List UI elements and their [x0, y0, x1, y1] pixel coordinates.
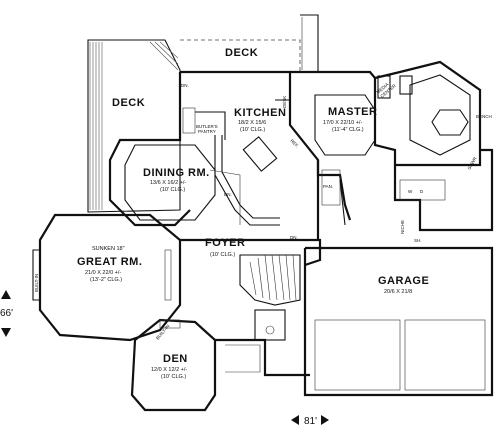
- dining-clg: (10' CLG.): [160, 187, 185, 193]
- interior-walls: [124, 74, 486, 391]
- shwr-label: SHWR: [467, 155, 479, 170]
- kitchen-clg: (10' CLG.): [240, 127, 265, 133]
- desk-label: DESK: [282, 96, 287, 108]
- width-dimension-label: 81': [304, 416, 317, 427]
- deck-left-label: DECK: [112, 97, 145, 109]
- master-size: 17/0 X 22/10 +/-: [323, 120, 362, 126]
- deck-hatch: [89, 41, 179, 210]
- deck-top-label: DECK: [225, 47, 258, 59]
- kitchen-label: KITCHEN: [234, 107, 286, 119]
- width-dimension: 81': [291, 415, 329, 427]
- kitchen-size: 18/2 X 15/6: [238, 120, 266, 126]
- master-clg: (11'-4" CLG.): [332, 127, 364, 133]
- butlers-label: BUTLER'S: [196, 124, 218, 129]
- depth-dimension: 66': [0, 290, 13, 337]
- garage-size: 20/6 X 21/8: [384, 289, 412, 295]
- bench-label: BENCH: [476, 114, 492, 119]
- room-labels: DECK DECK KITCHEN 18/2 X 15/6 (10' CLG.)…: [77, 47, 429, 380]
- dn-foyer-label: DN.: [290, 235, 298, 240]
- great-label: GREAT RM.: [77, 256, 142, 268]
- master-label: MASTER: [328, 106, 377, 118]
- pantry-label: PANTRY: [198, 129, 216, 134]
- great-size: 21/0 X 22/0 +/-: [85, 270, 121, 276]
- built-in-great-label: BUILT-IN: [34, 274, 39, 292]
- washer-label: W: [408, 189, 413, 194]
- shelf-label: SH.: [414, 238, 422, 243]
- den-clg: (10' CLG.): [161, 374, 186, 380]
- dryer-label: D: [420, 189, 424, 194]
- den-size: 12/0 X 12/2 +/-: [151, 367, 187, 373]
- pan-label: PAN.: [323, 184, 333, 189]
- dn-dining-label: DN.: [224, 192, 232, 197]
- arrow-right-icon: [321, 415, 329, 425]
- dining-size: 13/6 X 16/2 +/-: [150, 180, 186, 186]
- dining-label: DINING RM.: [143, 167, 210, 179]
- ref-label: REF.: [289, 138, 299, 148]
- foyer-clg: (10' CLG.): [210, 252, 235, 258]
- great-sunken: SUNKEN 18": [92, 246, 125, 252]
- arrow-down-icon: [1, 328, 11, 337]
- deck-top-structure: [180, 14, 319, 73]
- arrow-left-icon: [291, 415, 299, 425]
- niche-label: NICHE: [400, 220, 405, 234]
- dn-deck-label: DN.: [181, 83, 189, 88]
- foyer-label: FOYER: [205, 237, 245, 249]
- stair-treads: [249, 254, 297, 301]
- den-label: DEN: [163, 353, 188, 365]
- depth-dimension-label: 66': [0, 308, 13, 319]
- arrow-up-icon: [1, 290, 11, 299]
- great-clg: (13'-2" CLG.): [90, 277, 122, 283]
- garage-label: GARAGE: [378, 275, 429, 287]
